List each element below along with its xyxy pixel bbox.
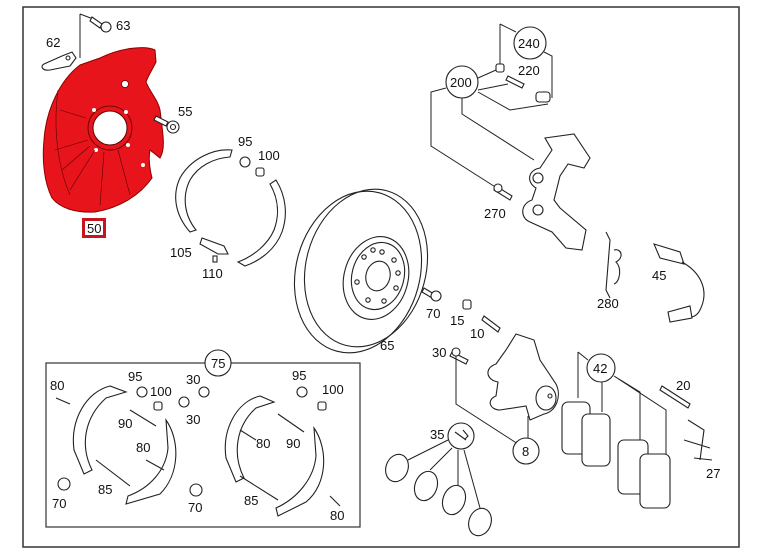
kit-spring-90a[interactable] (129, 409, 157, 427)
part-45-wear-sensor[interactable] (653, 243, 705, 323)
part-63-bolt[interactable] (89, 16, 112, 33)
part-label-55[interactable]: 55 (178, 104, 192, 119)
kit-label-80[interactable]: 80 (136, 440, 150, 455)
kit-sleeve-100b[interactable] (317, 401, 327, 411)
part-label-42[interactable]: 42 (593, 361, 607, 376)
callout-75[interactable] (204, 349, 232, 377)
kit-label-95[interactable]: 95 (292, 368, 306, 383)
part-8-caliper[interactable] (487, 333, 559, 421)
part-100-sleeve[interactable] (255, 167, 265, 177)
kit-label-70[interactable]: 70 (52, 496, 66, 511)
part-label-65[interactable]: 65 (380, 338, 394, 353)
diagram-frame (22, 6, 740, 548)
kit-label-30[interactable]: 30 (186, 412, 200, 427)
part-label-200[interactable]: 200 (450, 75, 472, 90)
part-label-63[interactable]: 63 (116, 18, 130, 33)
part-label-70[interactable]: 70 (426, 306, 440, 321)
kit-75-box (45, 362, 361, 528)
kit-bolt-70a[interactable] (57, 477, 71, 491)
kit-bolt-70b[interactable] (189, 483, 203, 497)
part-label-105[interactable]: 105 (170, 245, 192, 260)
part-label-95[interactable]: 95 (238, 134, 252, 149)
kit-spring-80b[interactable] (145, 459, 165, 471)
part-label-27[interactable]: 27 (706, 466, 720, 481)
kit-label-30[interactable]: 30 (186, 372, 200, 387)
kit-label-90[interactable]: 90 (286, 436, 300, 451)
kit-nut-95a[interactable] (136, 386, 148, 398)
part-70-bolt[interactable] (421, 287, 442, 302)
part-110-pin[interactable] (212, 255, 218, 263)
kit-spring-80d[interactable] (329, 495, 341, 507)
part-270-bolt[interactable] (493, 183, 513, 201)
kit-sleeve-100a[interactable] (153, 401, 163, 411)
kit-label-85[interactable]: 85 (98, 482, 112, 497)
part-label-45[interactable]: 45 (652, 268, 666, 283)
part-label-110[interactable]: 110 (202, 266, 223, 281)
part-label-280[interactable]: 280 (597, 296, 619, 311)
part-50-dust-shield[interactable] (42, 47, 164, 213)
part-35-seal-kit[interactable] (382, 451, 495, 539)
wrench-icon (454, 429, 469, 441)
kit-nut-95b[interactable] (296, 386, 308, 398)
part-42-brake-pads[interactable] (561, 401, 671, 509)
callout-240[interactable] (513, 26, 547, 60)
part-27-anti-rattle-spring[interactable] (683, 419, 713, 461)
part-label-62[interactable]: 62 (46, 35, 60, 50)
kit-label-70[interactable]: 70 (188, 500, 202, 515)
kit-bolt-30b[interactable] (198, 386, 210, 398)
part-label-20[interactable]: 20 (676, 378, 690, 393)
callout-8[interactable] (512, 437, 540, 465)
callout-42[interactable] (586, 353, 616, 383)
part-65-brake-disc[interactable] (277, 175, 445, 367)
part-label-240[interactable]: 240 (518, 36, 540, 51)
kit-label-100[interactable]: 100 (322, 382, 344, 397)
kit-label-90[interactable]: 90 (118, 416, 132, 431)
parking-brake-shoe[interactable] (175, 149, 286, 267)
part-95-adjuster-nut[interactable] (239, 156, 251, 168)
kit-label-80[interactable]: 80 (50, 378, 64, 393)
part-55-bolt[interactable] (153, 115, 180, 134)
part-label-75[interactable]: 75 (211, 356, 225, 371)
part-220-guide-pin[interactable] (495, 63, 551, 103)
kit-label-100[interactable]: 100 (150, 384, 172, 399)
part-20-pin[interactable] (659, 385, 691, 409)
kit-spring-85a[interactable] (95, 459, 131, 487)
part-label-10[interactable]: 10 (470, 326, 484, 341)
part-62-clip[interactable] (41, 51, 77, 71)
kit-spring-85b[interactable] (239, 475, 279, 501)
part-label-30[interactable]: 30 (432, 345, 446, 360)
kit-label-95[interactable]: 95 (128, 369, 142, 384)
kit-bolt-30a[interactable] (178, 396, 190, 408)
kit-spring-80c[interactable] (239, 429, 257, 441)
kit-label-80[interactable]: 80 (330, 508, 344, 523)
part-280-spring-clip[interactable] (605, 231, 622, 299)
kit-left-shoes[interactable] (72, 385, 177, 505)
kit-label-85[interactable]: 85 (244, 493, 258, 508)
part-label-270[interactable]: 270 (484, 206, 506, 221)
part-105-expander[interactable] (199, 237, 229, 255)
kit-label-80[interactable]: 80 (256, 436, 270, 451)
part-label-50[interactable]: 50 (87, 221, 101, 236)
part-30-bolt[interactable] (449, 347, 469, 365)
part-label-35[interactable]: 35 (430, 427, 444, 442)
part-15-cap[interactable] (462, 299, 472, 310)
part-200-caliper-carrier[interactable] (522, 133, 591, 251)
part-10-bleeder[interactable] (481, 315, 501, 333)
part-label-15[interactable]: 15 (450, 313, 464, 328)
part-label-220[interactable]: 220 (518, 63, 540, 78)
part-label-100[interactable]: 100 (258, 148, 280, 163)
part-label-8[interactable]: 8 (522, 444, 529, 459)
kit-spring-80a[interactable] (55, 397, 71, 405)
kit-spring-90b[interactable] (277, 413, 305, 433)
